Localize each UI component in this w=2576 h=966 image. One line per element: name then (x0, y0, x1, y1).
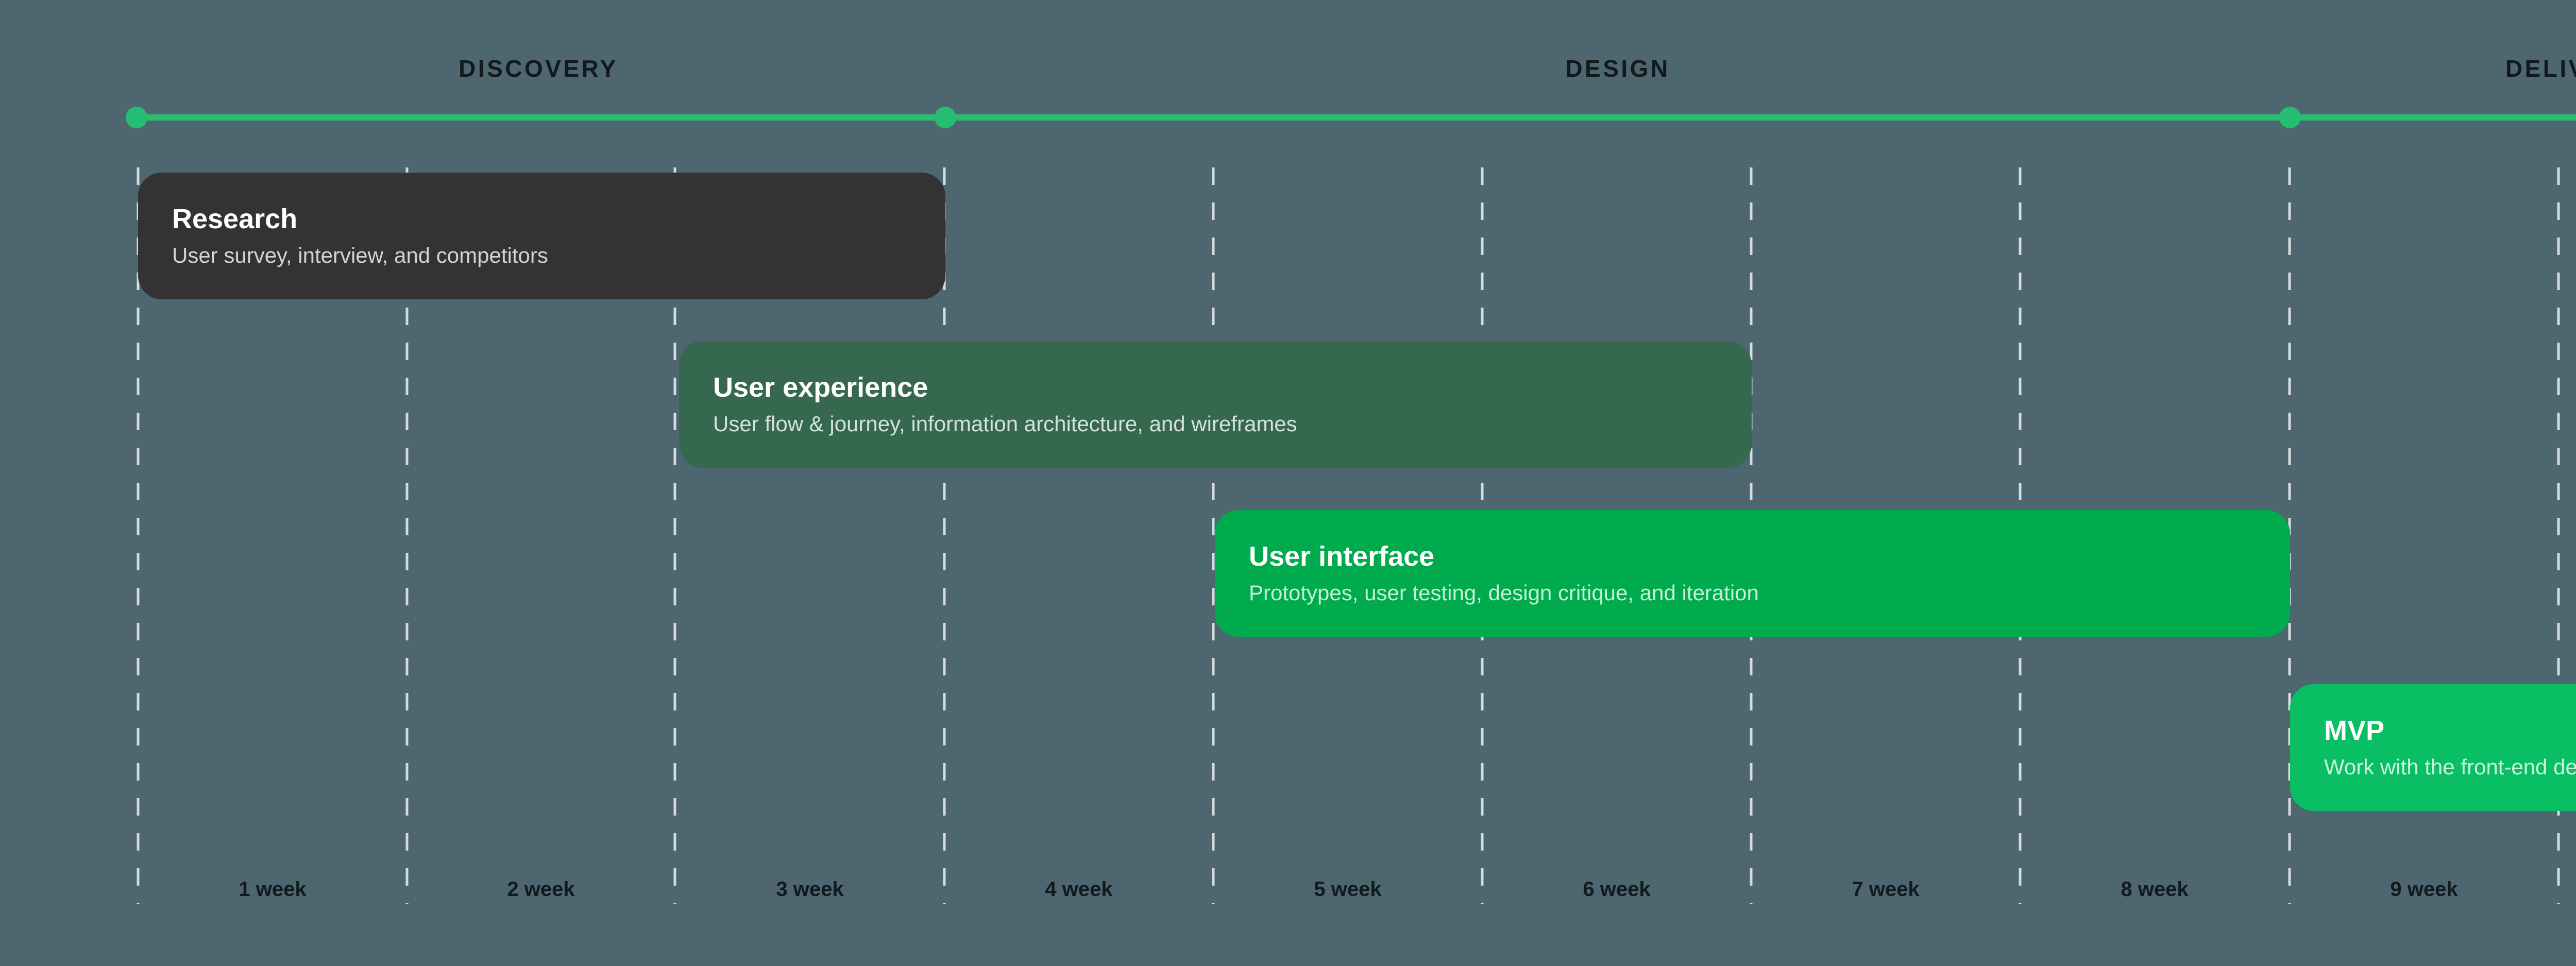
task-title-mvp: MVP (2324, 715, 2385, 746)
week-label-5: 5 week (1314, 878, 1382, 901)
design-end-milestone[interactable] (2279, 107, 2301, 128)
task-description-user-interface: Prototypes, user testing, design critiqu… (1249, 581, 1759, 605)
week-label-1: 1 week (239, 878, 307, 901)
gridline-9 (2557, 167, 2560, 904)
gridline-0 (137, 167, 140, 904)
task-description-mvp: Work with the front-end developer (2324, 755, 2576, 779)
task-title-user-experience: User experience (713, 371, 928, 403)
week-label-6: 6 week (1583, 878, 1651, 901)
task-description-research: User survey, interview, and competitors (172, 243, 548, 268)
phase-label-discovery: DISCOVERY (459, 55, 618, 82)
phase-label-design: DESIGN (1565, 55, 1670, 82)
week-label-3: 3 week (776, 878, 844, 901)
start-milestone[interactable] (126, 107, 147, 128)
task-card-mvp[interactable]: MVP Work with the front-end developer (2290, 684, 2576, 811)
week-label-9: 9 week (2390, 878, 2458, 901)
discovery-end-milestone[interactable] (935, 107, 956, 128)
task-title-user-interface: User interface (1249, 540, 1435, 572)
gridline-1 (405, 167, 409, 904)
week-label-4: 4 week (1045, 878, 1113, 901)
task-title-research: Research (172, 203, 298, 234)
week-label-7: 7 week (1852, 878, 1920, 901)
gridline-2 (673, 167, 676, 904)
timeline-progress-line (137, 114, 2576, 121)
week-label-8: 8 week (2121, 878, 2189, 901)
task-description-user-experience: User flow & journey, information archite… (713, 412, 1297, 436)
gridline-4 (1212, 167, 1215, 904)
gridline-3 (943, 167, 946, 904)
week-label-2: 2 week (507, 878, 575, 901)
phase-label-delivery: DELIVERY (2505, 55, 2576, 82)
